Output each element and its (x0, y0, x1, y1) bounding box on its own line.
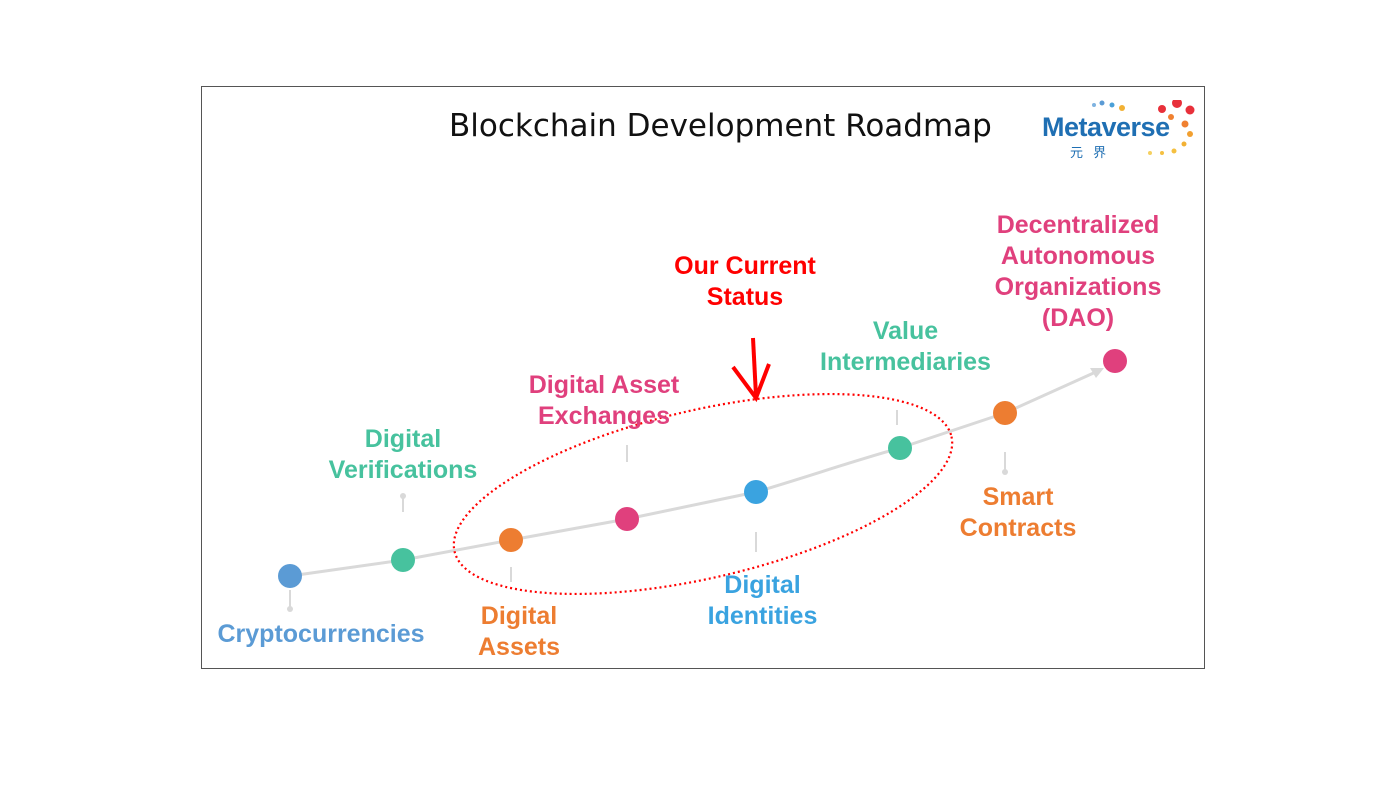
milestone-dot-digital-asset-exchanges (615, 507, 639, 531)
current-status-ellipse (452, 392, 954, 596)
milestone-dot-digital-identities (744, 480, 768, 504)
milestone-label-digital-verifications: Digital Verifications (328, 425, 478, 484)
milestone-dot-dao (1103, 349, 1127, 373)
milestone-label-digital-asset-exchanges: Digital Asset Exchanges (528, 371, 680, 430)
milestone-label-dao: Decentralized Autonomous Organizations (… (994, 211, 1162, 332)
milestone-dot-digital-verifications (391, 548, 415, 572)
milestone-dot-digital-assets (499, 528, 523, 552)
current-status-label: Our Current Status (674, 252, 816, 311)
logo-chinese-text: 元 界 (1070, 146, 1110, 161)
milestone-label-digital-assets: Digital Assets (478, 602, 560, 661)
milestone-label-value-intermediaries: Value Intermediaries (820, 317, 991, 376)
roadmap-frame (201, 86, 1205, 669)
milestone-label-cryptocurrencies: Cryptocurrencies (217, 620, 425, 648)
diagram-title: Blockchain Development Roadmap (449, 108, 992, 144)
milestone-dot-value-intermediaries (888, 436, 912, 460)
metaverse-logo: Metaverse 元 界 (1040, 100, 1195, 162)
milestone-label-smart-contracts: Smart Contracts (959, 483, 1077, 542)
logo-dots-icon (1092, 100, 1195, 155)
logo-wordmark: Metaverse (1042, 112, 1170, 142)
milestone-dot-smart-contracts (993, 401, 1017, 425)
milestone-label-digital-identities: Digital Identities (707, 571, 818, 630)
milestone-connectors (287, 410, 1008, 612)
current-status-arrow-icon (731, 337, 771, 403)
milestone-dot-cryptocurrencies (278, 564, 302, 588)
timeline-arrowhead (1090, 368, 1104, 378)
